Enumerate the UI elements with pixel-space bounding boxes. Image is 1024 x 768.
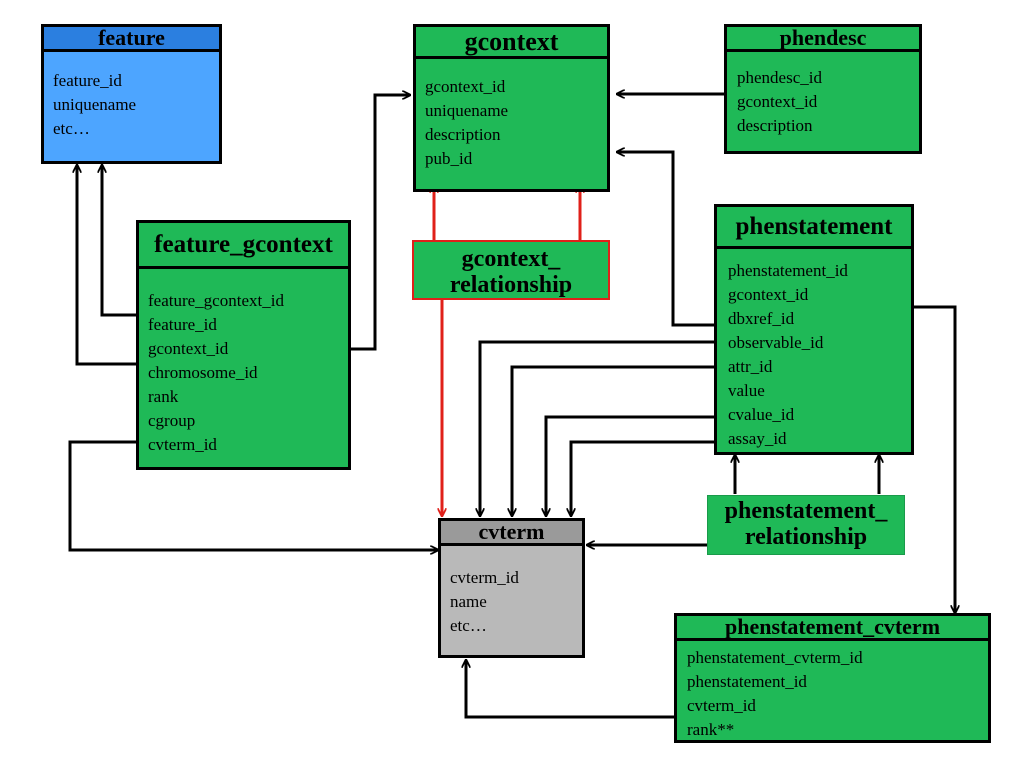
link-phenstatement-attr_id	[512, 365, 716, 516]
field: gcontext_id	[425, 77, 506, 96]
table-title: cvterm	[441, 521, 582, 546]
field: name	[450, 592, 487, 611]
field-list: gcontext_id uniquename description pub_i…	[416, 59, 607, 171]
field: assay_id	[728, 429, 787, 448]
table-title: phendesc	[727, 27, 919, 52]
link-phenstatement-assay_id	[571, 440, 716, 516]
table-gcontext: gcontext gcontext_id uniquename descript…	[413, 24, 610, 192]
field: rank	[148, 387, 179, 406]
field: observable_id	[728, 333, 824, 352]
table-feature_gcontext: feature_gcontext feature_gcontext_id fea…	[136, 220, 351, 470]
link-phenstatement-cvalue_id	[546, 415, 716, 516]
field-list: phenstatement_cvterm_id phenstatement_id…	[677, 641, 988, 742]
relationship-gcontext_relationship: gcontext_ relationship	[412, 240, 610, 300]
field: phendesc_id	[737, 68, 822, 87]
field: attr_id	[728, 357, 773, 376]
table-title: phenstatement	[717, 207, 911, 249]
relationship-label-line1: gcontext_	[461, 246, 561, 272]
table-title: feature_gcontext	[139, 223, 348, 269]
link-phenstatement-observable_id	[480, 340, 716, 516]
relationship-label-line2: relationship	[449, 272, 573, 299]
field: uniquename	[53, 95, 137, 114]
field: rank**	[687, 720, 735, 739]
field: uniquename	[425, 101, 509, 120]
field-list: phendesc_id gcontext_id description	[727, 52, 919, 138]
table-phendesc: phendesc phendesc_id gcontext_id descrip…	[724, 24, 922, 154]
field: dbxref_id	[728, 309, 795, 328]
relationship-label-line1: phenstatement_	[724, 498, 888, 524]
field: etc…	[450, 616, 487, 635]
field: cvalue_id	[728, 405, 795, 424]
field: feature_id	[53, 71, 122, 90]
field: cgroup	[148, 411, 196, 430]
field: value	[728, 381, 765, 400]
field: description	[737, 116, 813, 135]
link-feature_gcontext-cvterm_id	[68, 440, 438, 550]
link-feature_gcontext-chromosome_id	[77, 165, 138, 366]
table-cvterm: cvterm cvterm_id name etc…	[438, 518, 585, 658]
link-feature_gcontext-gcontext_id	[351, 95, 410, 351]
field: cvterm_id	[687, 696, 756, 715]
field: chromosome_id	[148, 363, 258, 382]
relationship-label-line2: relationship	[744, 524, 868, 551]
field: phenstatement_id	[687, 672, 807, 691]
field: cvterm_id	[450, 568, 519, 587]
table-phenstatement: phenstatement phenstatement_id gcontext_…	[714, 204, 914, 455]
table-title: gcontext	[416, 27, 607, 59]
field: gcontext_id	[728, 285, 809, 304]
field: feature_id	[148, 315, 217, 334]
field: gcontext_id	[737, 92, 818, 111]
link-phenstatement-cvterm-phenstatement_id	[913, 305, 955, 613]
table-phenstatement_cvterm: phenstatement_cvterm phenstatement_cvter…	[674, 613, 991, 743]
field: cvterm_id	[148, 435, 217, 454]
field: etc…	[53, 119, 90, 138]
table-feature: feature feature_id uniquename etc…	[41, 24, 222, 164]
field-list: cvterm_id name etc…	[441, 546, 582, 638]
field: phenstatement_id	[728, 261, 848, 280]
field-list: feature_id uniquename etc…	[44, 52, 219, 141]
field: phenstatement_cvterm_id	[687, 648, 863, 667]
table-title: feature	[44, 27, 219, 52]
field: description	[425, 125, 501, 144]
field-list: phenstatement_id gcontext_id dbxref_id o…	[717, 249, 911, 451]
link-phenstatement-gcontext_id	[617, 152, 716, 327]
field: feature_gcontext_id	[148, 291, 284, 310]
table-title: phenstatement_cvterm	[677, 616, 988, 641]
field: gcontext_id	[148, 339, 229, 358]
link-feature_gcontext-feature_id	[102, 165, 138, 317]
relationship-phenstatement_relationship: phenstatement_ relationship	[707, 495, 905, 555]
field-list: feature_gcontext_id feature_id gcontext_…	[139, 269, 348, 457]
link-phenstatement_cvterm-cvterm_id	[466, 660, 676, 719]
field: pub_id	[425, 149, 473, 168]
